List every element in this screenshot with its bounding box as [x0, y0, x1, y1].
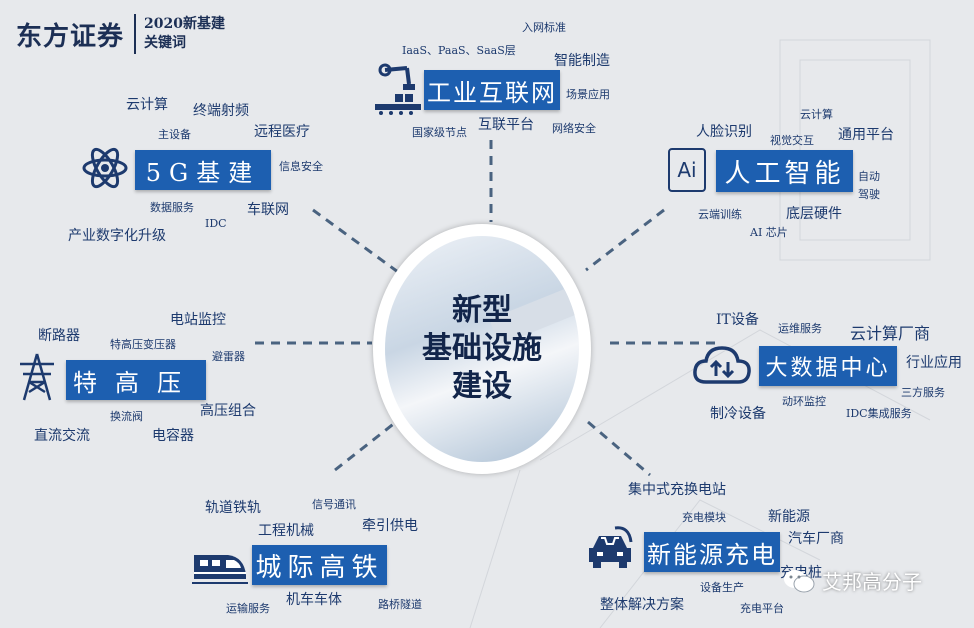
watermark: 艾邦高分子 — [782, 566, 922, 595]
keyword: 轨道铁轨 — [205, 500, 261, 516]
robot-arm-icon — [375, 63, 421, 115]
bullet-train-icon — [192, 555, 248, 584]
hub-line-3: 建设 — [452, 369, 512, 404]
keyword: 特高压变压器 — [110, 338, 176, 351]
keyword: 主设备 — [158, 128, 191, 141]
connector-ai — [585, 208, 665, 272]
subtitle-line-2: 关键词 — [144, 35, 187, 51]
keyword: 电容器 — [152, 428, 194, 444]
ev-charging-car-icon — [589, 526, 633, 568]
wechat-icon — [784, 569, 815, 592]
keyword: 运维服务 — [778, 322, 822, 335]
cloud-sync-icon — [693, 346, 751, 384]
keyword: IT设备 — [716, 312, 759, 328]
keyword: 网络安全 — [552, 122, 596, 135]
keyword: 数据服务 — [150, 201, 194, 214]
keyword: 人脸识别 — [696, 124, 752, 140]
keyword: 云计算厂商 — [850, 324, 931, 343]
keyword: 机车车体 — [286, 592, 342, 608]
header-divider — [134, 14, 137, 54]
keyword: 制冷设备 — [710, 406, 766, 422]
ai-chip-icon: Ai — [668, 148, 706, 192]
keyword: 直流交流 — [34, 428, 90, 444]
atom-icon — [82, 147, 128, 189]
keyword: IDC — [205, 217, 227, 230]
subtitle-line-1: 2020新基建 — [144, 16, 225, 32]
keyword: 信号通讯 — [312, 498, 356, 511]
keyword: 驾驶 — [858, 188, 880, 201]
report-header: 东方证券 2020新基建 关键词 — [16, 14, 225, 54]
keyword: 动环监控 — [782, 395, 826, 408]
transmission-tower-icon — [20, 353, 54, 401]
keyword: 汽车厂商 — [788, 531, 844, 547]
keyword: 国家级节点 — [412, 126, 467, 139]
hub-line-2: 基础设施 — [422, 331, 542, 366]
header-subtitle: 2020新基建 关键词 — [144, 15, 225, 53]
keyword: 行业应用 — [906, 355, 962, 371]
ai-badge-text: Ai — [677, 158, 697, 182]
sector-tag-industrial-internet: 工业互联网 — [424, 70, 560, 110]
keyword: 产业数字化升级 — [68, 228, 166, 244]
sector-tag-bigdata: 大数据中心 — [759, 346, 897, 386]
keyword: 运输服务 — [226, 602, 270, 615]
keyword: 云计算 — [126, 97, 168, 113]
sector-tag-rail: 城际高铁 — [252, 545, 387, 585]
keyword: 云端训练 — [698, 208, 742, 221]
keyword: 工程机械 — [258, 523, 314, 539]
keyword: 断路器 — [38, 328, 80, 344]
keyword: AI 芯片 — [750, 226, 788, 239]
keyword: 通用平台 — [838, 127, 894, 143]
hub-image — [385, 236, 579, 462]
keyword: 终端射频 — [193, 103, 249, 119]
connector-rail — [334, 420, 397, 472]
connector-5g — [312, 208, 399, 274]
keyword: 牵引供电 — [362, 518, 418, 534]
sector-tag-5g: 5G基建 — [135, 150, 271, 190]
keyword: 自动 — [858, 170, 880, 183]
keyword: IaaS、PaaS、SaaS层 — [402, 44, 516, 57]
brand-name: 东方证券 — [16, 21, 125, 52]
sector-tag-ev: 新能源充电 — [644, 532, 780, 572]
keyword: 智能制造 — [554, 53, 610, 69]
keyword: 高压组合 — [200, 403, 256, 419]
keyword: 充电平台 — [740, 602, 784, 615]
keyword: 新能源 — [768, 509, 810, 525]
keyword: 电站监控 — [170, 312, 226, 328]
keyword: IDC集成服务 — [846, 407, 912, 420]
keyword: 设备生产 — [700, 581, 744, 594]
connector-ev — [587, 420, 651, 477]
keyword: 整体解决方案 — [600, 597, 684, 613]
keyword: 换流阀 — [110, 410, 143, 423]
keyword: 充电模块 — [682, 511, 726, 524]
watermark-text: 艾邦高分子 — [822, 570, 922, 594]
hub-title: 新型 基础设施 建设 — [385, 236, 579, 462]
keyword: 底层硬件 — [786, 206, 842, 222]
keyword: 路桥隧道 — [378, 598, 422, 611]
keyword: 入网标准 — [522, 21, 566, 34]
keyword: 场景应用 — [566, 88, 610, 101]
keyword: 互联平台 — [478, 117, 534, 133]
keyword: 信息安全 — [279, 160, 323, 173]
sector-tag-ai: 人工智能 — [716, 150, 853, 192]
keyword: 避雷器 — [212, 350, 245, 363]
hub-line-1: 新型 — [452, 293, 512, 328]
keyword: 集中式充换电站 — [628, 482, 726, 498]
keyword: 车联网 — [247, 202, 289, 218]
keyword: 视觉交互 — [770, 134, 814, 147]
keyword: 远程医疗 — [254, 124, 310, 140]
keyword: 云计算 — [800, 108, 833, 121]
keyword: 三方服务 — [901, 386, 945, 399]
sector-tag-uhv: 特高压 — [66, 360, 206, 400]
